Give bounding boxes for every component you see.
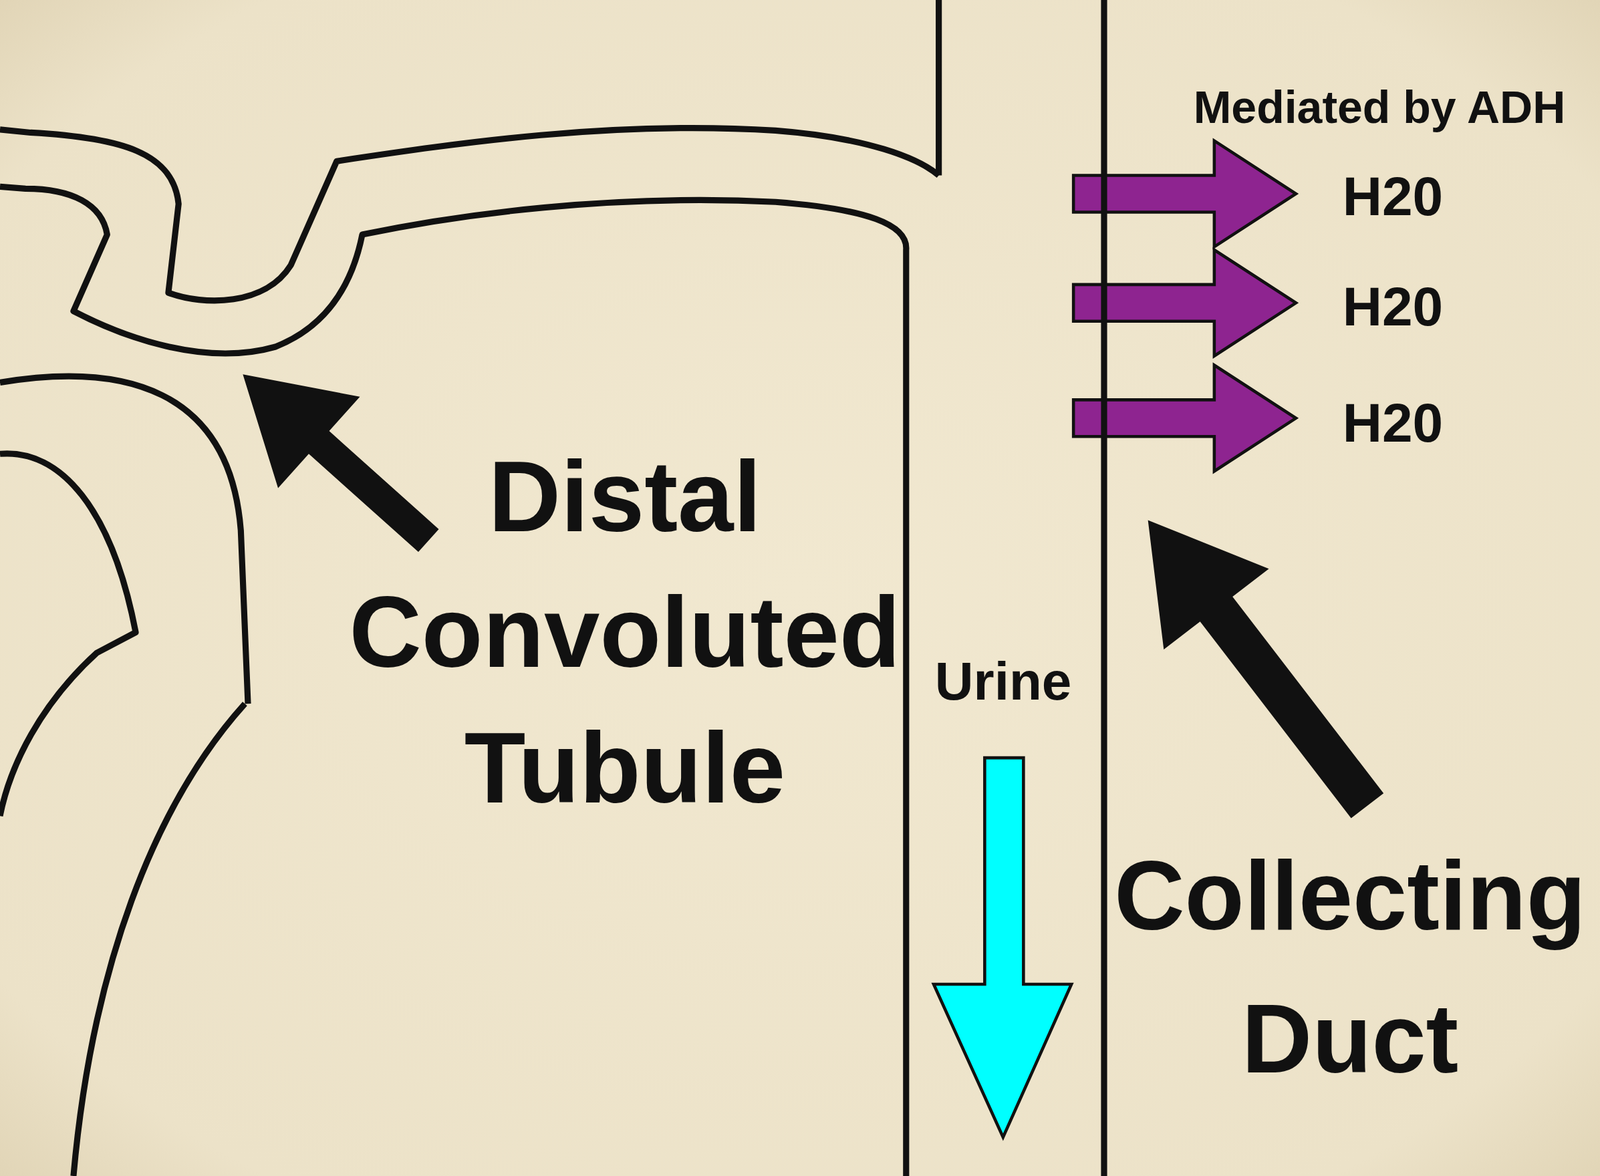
pointer-arrow — [1148, 519, 1385, 819]
molecule-label: H20 — [1158, 169, 1600, 224]
hormone-note: Mediated by ADH — [1145, 84, 1600, 130]
duct-upper-wall — [935, 0, 942, 176]
flow-label: Urine — [769, 654, 1238, 709]
capsule-outer-wall — [0, 376, 248, 704]
molecule-label: H20 — [1158, 395, 1600, 451]
capsule-inner-wall — [0, 453, 136, 817]
flow-arrow — [933, 757, 1072, 1138]
capsule-outer-wall — [73, 703, 246, 1176]
duct-outer-wall — [1100, 0, 1107, 1176]
part-name: Distal Convoluted Tubule — [340, 429, 909, 837]
molecule-label: H20 — [1158, 279, 1600, 335]
pointer-arrow — [242, 374, 439, 553]
part-name: Collecting Duct — [1096, 824, 1600, 1111]
